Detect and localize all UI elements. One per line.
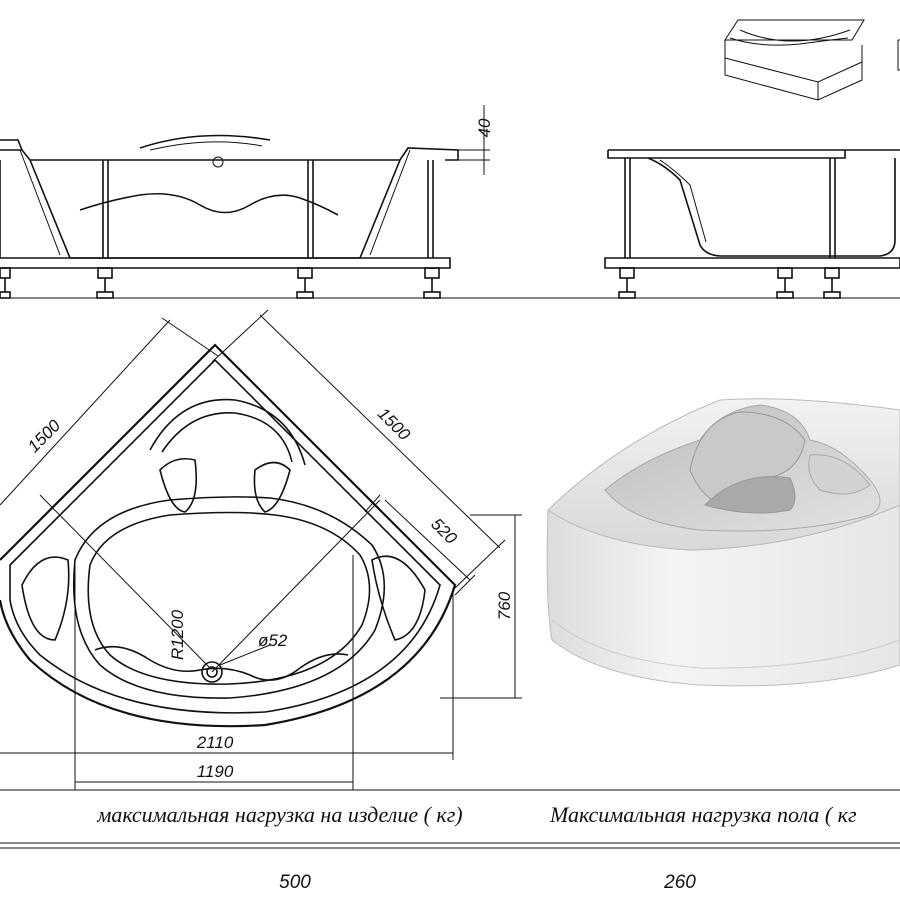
height-760-label: 760: [495, 591, 514, 620]
leg-icon: [0, 267, 11, 299]
leg-icon: [96, 267, 114, 299]
drain-icon: [201, 661, 223, 683]
bathtub-3d-render: [546, 398, 900, 687]
table-value-floor-load: 260: [663, 872, 696, 893]
table-header-product-load: максимальная нагрузка на изделие ( кг): [96, 802, 462, 827]
side-elevation-view: [604, 149, 900, 299]
table-header-floor-load: Максимальная нагрузка пола ( кг: [549, 802, 857, 827]
leg-icon: [776, 267, 794, 299]
side-b-label: 1500: [374, 404, 415, 445]
rim-height-label: 40: [475, 118, 494, 137]
leg-icon: [296, 267, 314, 299]
width-1190-label: 1190: [197, 762, 234, 781]
front-elevation-view: 40: [0, 105, 494, 299]
bathtub-frame-icon: [724, 19, 900, 101]
depth-520-label: 520: [427, 514, 461, 548]
load-table: максимальная нагрузка на изделие ( кг) М…: [0, 789, 900, 893]
table-value-product-load: 500: [279, 872, 311, 893]
leg-icon: [423, 267, 441, 299]
drain-diameter-label: ø52: [258, 631, 288, 650]
side-a-label: 1500: [24, 416, 65, 457]
leg-icon: [618, 267, 636, 299]
radius-label: R1200: [168, 609, 187, 660]
leg-icon: [823, 267, 841, 299]
width-2110-label: 2110: [196, 733, 234, 752]
plan-view: R1200 ø52 1500 1500 520 760 2110 1190: [0, 309, 522, 790]
